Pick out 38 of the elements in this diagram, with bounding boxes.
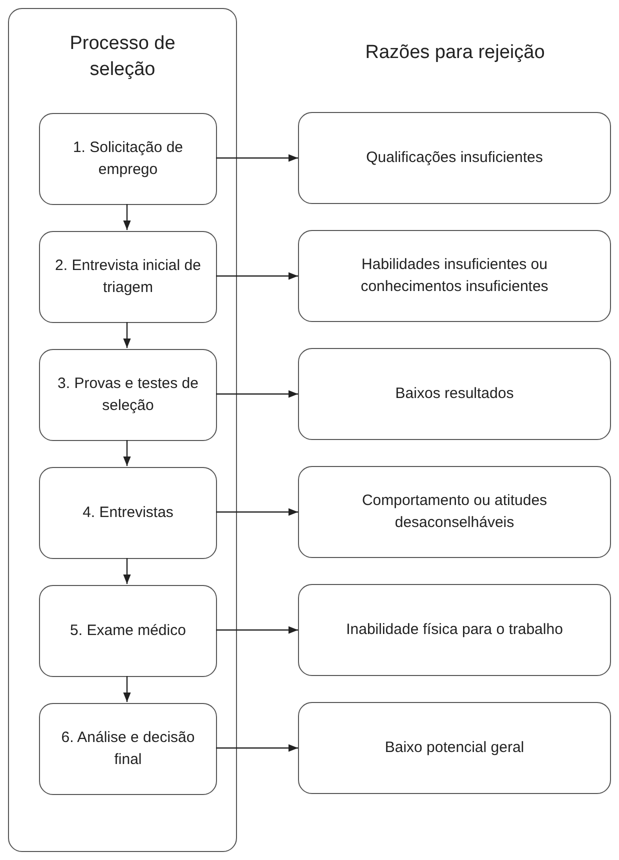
step-box — [298, 584, 611, 676]
step-text: 2. Entrevista inicial de triagem — [54, 256, 202, 298]
panel-heading: Processo de seleção — [68, 32, 176, 82]
step-box — [39, 349, 217, 441]
arrow — [123, 558, 131, 584]
arrow — [123, 440, 131, 466]
step-box — [298, 466, 611, 558]
step-text: Qualificações insuficientes — [366, 148, 543, 168]
step-box — [39, 703, 217, 795]
arrow — [216, 508, 298, 516]
process-panel — [8, 8, 237, 852]
step-text: Baixos resultados — [395, 384, 514, 404]
step-box — [39, 467, 217, 559]
step-text: Inabilidade física para o trabalho — [346, 620, 563, 640]
arrow — [216, 272, 298, 280]
arrow — [216, 744, 298, 752]
step-box — [298, 230, 611, 322]
arrow — [216, 626, 298, 634]
step-text: 5. Exame médico — [70, 621, 186, 641]
step-text: Baixo potencial geral — [384, 738, 524, 758]
step-box — [298, 112, 611, 204]
step-text: 6. Análise e decisão final — [60, 728, 196, 770]
arrow — [123, 676, 131, 702]
column-heading: Razões para rejeição — [364, 41, 546, 65]
step-box — [298, 348, 611, 440]
arrow — [123, 322, 131, 348]
step-text: Habilidades insuficientes ou conhecimentos insuficientes — [360, 255, 550, 297]
arrow — [216, 154, 298, 162]
step-text: 3. Provas e testes de seleção — [56, 374, 200, 416]
step-box — [39, 113, 217, 205]
arrow — [123, 204, 131, 230]
step-text: Comportamento ou atitudes desaconselháveis — [360, 491, 548, 533]
step-text: 1. Solicitação de emprego — [72, 138, 184, 180]
step-box — [39, 231, 217, 323]
arrow — [216, 390, 298, 398]
step-text: 4. Entrevistas — [82, 503, 174, 523]
step-box — [39, 585, 217, 677]
step-box — [298, 702, 611, 794]
